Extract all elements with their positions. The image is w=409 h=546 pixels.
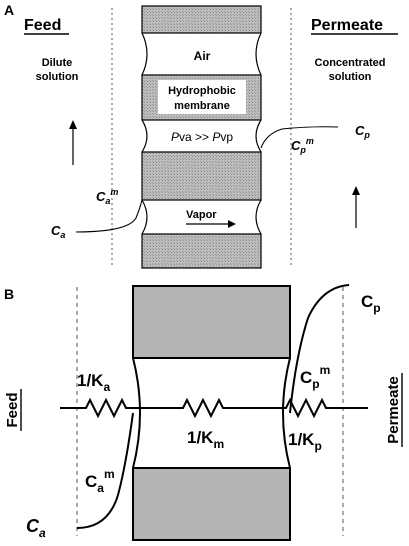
membrane-label-box bbox=[158, 80, 246, 114]
pore-wall-left bbox=[132, 357, 141, 469]
feed-side-label-group: Feed bbox=[4, 389, 22, 431]
km-label: 1/Km bbox=[187, 428, 224, 451]
pore-wall-right bbox=[282, 357, 291, 469]
membrane-block-bottom bbox=[132, 467, 291, 541]
cpm-label: Cpm bbox=[291, 136, 314, 155]
membrane-label-line1: Hydrophobic bbox=[168, 85, 236, 97]
membrane-label-line2: membrane bbox=[174, 100, 230, 112]
cpm-label: Cpm bbox=[300, 363, 330, 391]
ca-label: Ca bbox=[26, 516, 46, 540]
permeate-flow-arrowhead bbox=[352, 186, 360, 195]
permeate-concentration-profile bbox=[289, 284, 350, 414]
panel-b: B 1/Ka 1/Km 1/Kp Cpm Cp Cam Ca Feed Perm… bbox=[4, 284, 403, 541]
panel-b-label: B bbox=[4, 286, 14, 302]
ka-label: 1/Ka bbox=[77, 371, 110, 394]
permeate-concentration-profile bbox=[260, 126, 339, 149]
concentrated-label-line2: solution bbox=[329, 71, 372, 83]
membrane-block-top bbox=[132, 285, 291, 359]
permeate-side-label: Permeate bbox=[385, 376, 402, 444]
permeate-side-label-group: Permeate bbox=[385, 373, 403, 447]
feed-flow-arrowhead bbox=[69, 120, 77, 129]
membrane-block bbox=[141, 233, 262, 269]
panel-a-label: A bbox=[4, 2, 14, 18]
membrane-block bbox=[141, 5, 262, 34]
permeate-heading: Permeate bbox=[311, 17, 383, 34]
vapor-label: Vapor bbox=[186, 209, 217, 221]
dilute-label-line1: Dilute bbox=[42, 57, 73, 69]
concentrated-label-line1: Concentrated bbox=[315, 57, 386, 69]
panel-a: A Air Hydrophobic membrane Pva >> Pvp Va… bbox=[4, 2, 398, 269]
ca-label: Ca bbox=[51, 223, 65, 240]
resistance-circuit bbox=[60, 397, 368, 419]
membrane-block bbox=[141, 151, 262, 201]
feed-concentration-profile bbox=[75, 199, 143, 233]
feed-heading: Feed bbox=[24, 17, 61, 34]
air-label: Air bbox=[194, 49, 211, 63]
air-gap-curve bbox=[141, 32, 262, 76]
cp-label: Cp bbox=[361, 292, 381, 315]
air-label-box bbox=[181, 44, 223, 65]
cam-label: Cam bbox=[85, 467, 115, 495]
feed-concentration-profile bbox=[76, 412, 134, 529]
cam-label: Cam bbox=[96, 187, 118, 206]
feed-side-label: Feed bbox=[4, 392, 21, 427]
pressure-inequality: Pva >> Pvp bbox=[171, 130, 233, 144]
kp-label: 1/Kp bbox=[288, 430, 322, 453]
dilute-label-line2: solution bbox=[36, 71, 79, 83]
vapor-arrowhead bbox=[228, 220, 236, 228]
air-gap-curve bbox=[141, 199, 262, 235]
air-gap-curve bbox=[141, 119, 262, 153]
cp-label: Cp bbox=[355, 123, 370, 140]
